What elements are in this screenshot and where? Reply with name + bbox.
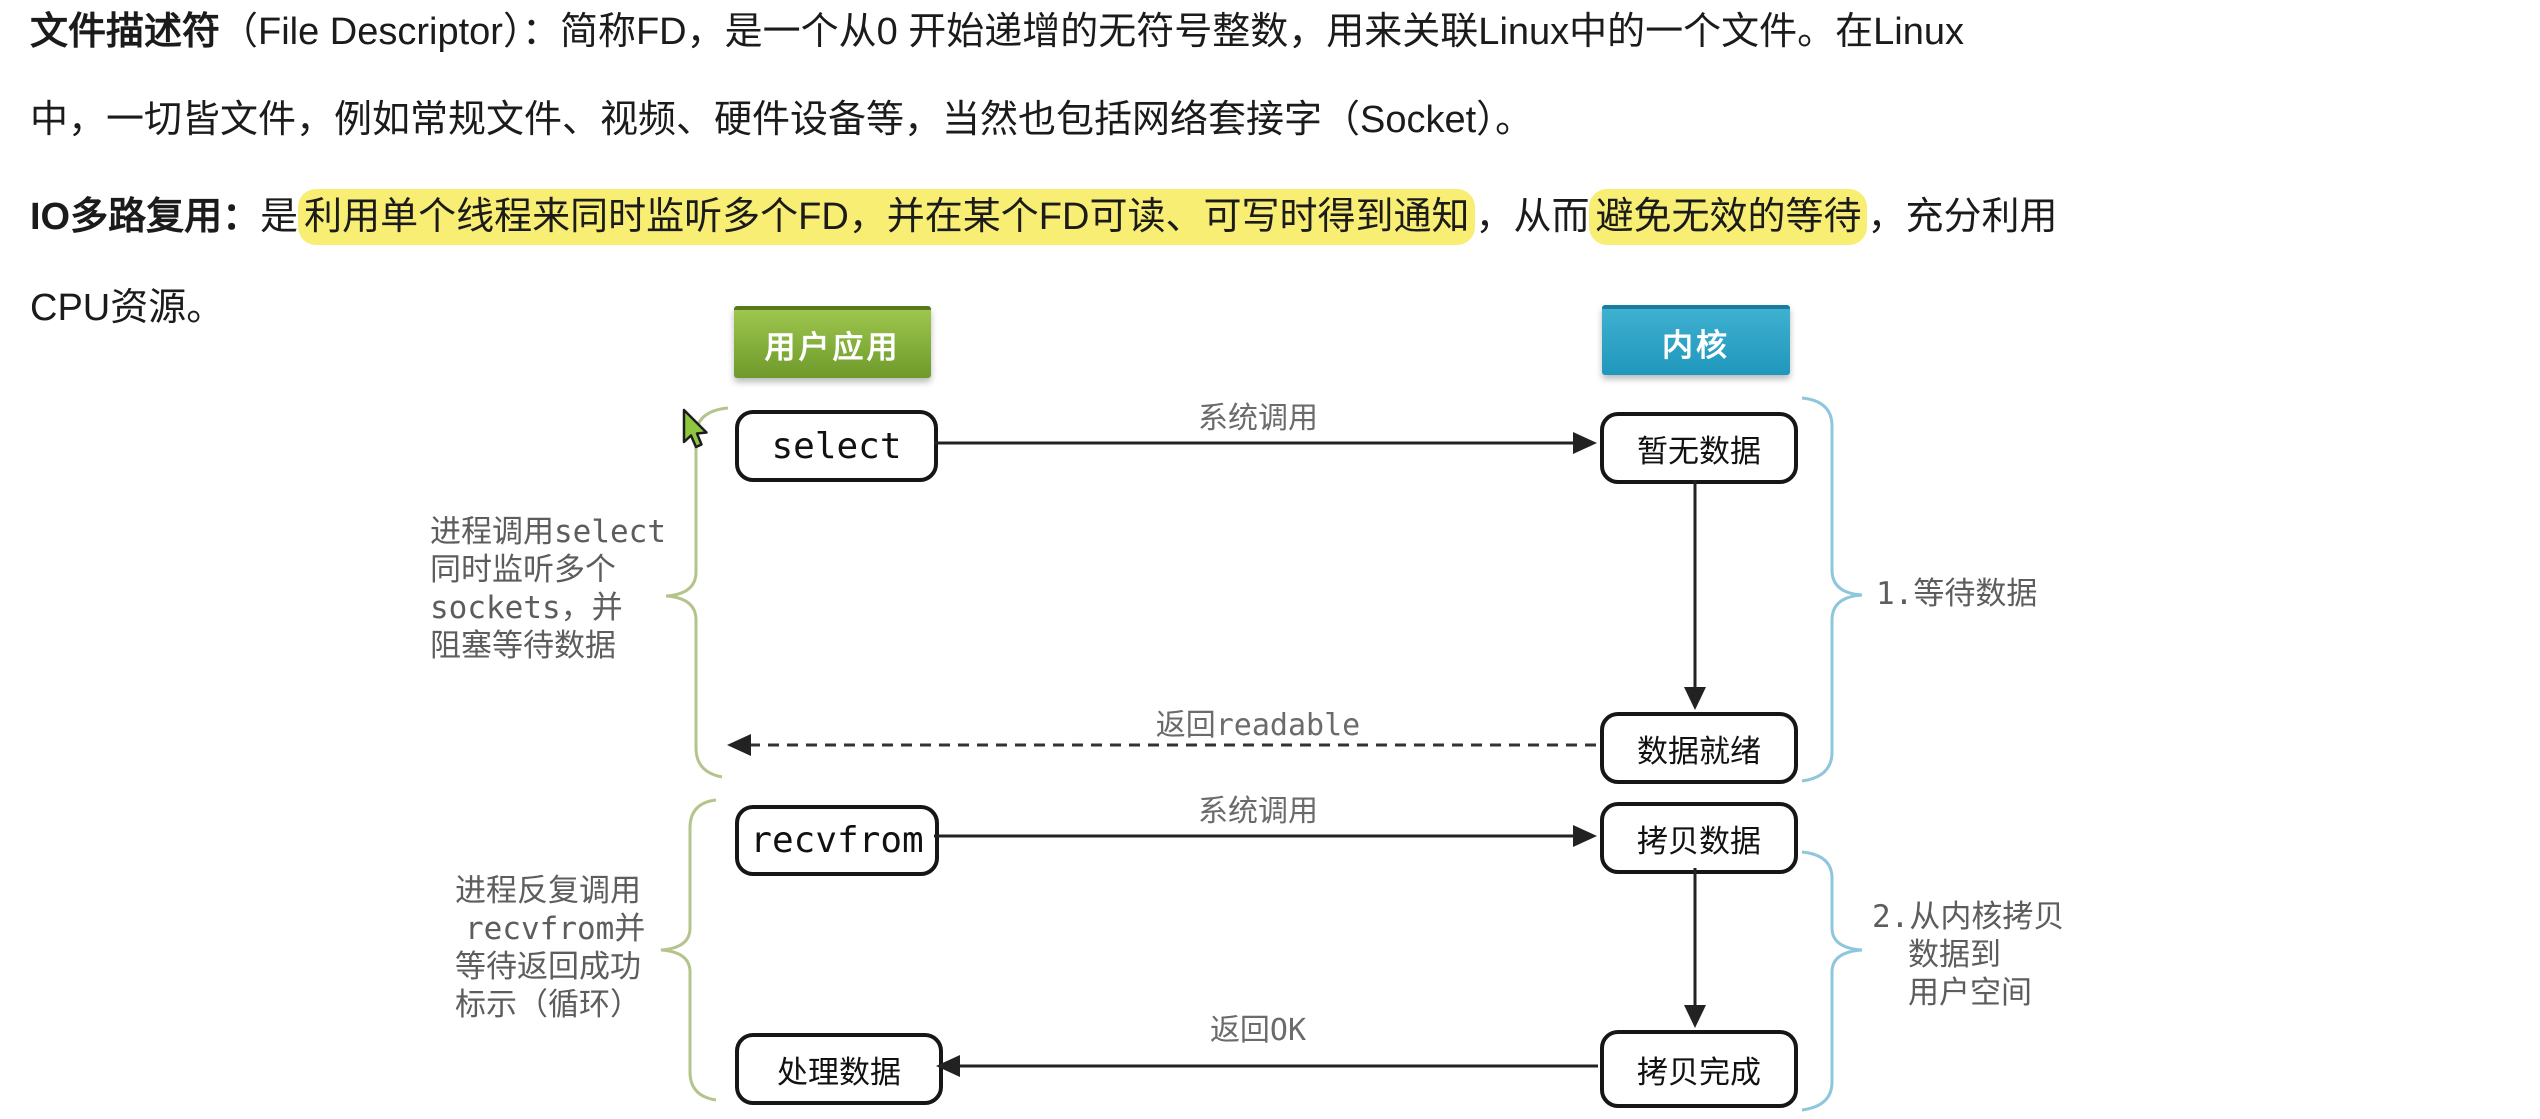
io-multiplex-mid: ，从而 (1475, 196, 1590, 238)
highlighted-text-1: 利用单个线程来同时监听多个FD，并在某个FD可读、可写时得到通知 (298, 189, 1476, 245)
return-ok-label: 返回OK (1209, 1013, 1307, 1048)
no-data-box: 暂无数据 (1600, 412, 1798, 484)
note-copy-kernel-line: 2.从内核拷贝 (1872, 899, 2065, 935)
io-multiplex-term: IO多路复用： (30, 196, 261, 238)
fd-term: 文件描述符 (30, 11, 221, 53)
arrowhead-right-icon (1573, 432, 1597, 454)
note-recvfrom-loop-line: 标示（循环） (455, 987, 641, 1023)
io-multiplex-text-2: CPU资源。 (30, 287, 225, 329)
note-select-loop-line: sockets，并 (430, 590, 623, 626)
note-copy-kernel: 2.从内核拷贝 数据到 用户空间 (1872, 898, 2064, 1012)
note-copy-kernel-line: 用户空间 (1908, 975, 2032, 1011)
brace-right-copy (1801, 850, 1863, 1112)
return-readable-label: 返回readable (1155, 708, 1361, 743)
note-recvfrom-loop-line: 进程反复调用 (455, 873, 641, 909)
io-multiplex-pre: 是 (260, 196, 299, 238)
fd-definition-line-2: 中，一切皆文件，例如常规文件、视频、硬件设备等，当然也包括网络套接字（Socke… (30, 94, 1533, 146)
copy-data-box: 拷贝数据 (1600, 802, 1798, 874)
syscall-label-1: 系统调用 (1198, 401, 1318, 436)
highlighted-text-2: 避免无效的等待 (1589, 189, 1868, 245)
user-app-header: 用户应用 (734, 306, 931, 378)
note-wait-data: 1.等待数据 (1876, 576, 2038, 612)
note-recvfrom-loop-line: recvfrom并 (465, 911, 646, 947)
brace-left-recvfrom (660, 798, 717, 1102)
copy-done-box: 拷贝完成 (1600, 1030, 1798, 1108)
note-recvfrom-loop: 进程反复调用 recvfrom并 等待返回成功 标示（循环） (455, 872, 645, 1024)
brace-right-wait (1801, 396, 1863, 783)
kernel-header: 内核 (1602, 305, 1790, 375)
brace-left-select (665, 406, 729, 779)
fd-definition-text-2: 中，一切皆文件，例如常规文件、视频、硬件设备等，当然也包括网络套接字（Socke… (30, 99, 1534, 141)
fd-definition-text: （File Descriptor）：简称FD，是一个从0 开始递增的无符号整数，… (220, 11, 1964, 53)
cursor-icon (682, 408, 708, 449)
fd-definition-line-1: 文件描述符（File Descriptor）：简称FD，是一个从0 开始递增的无… (30, 6, 1964, 58)
arrowhead-down-icon (1684, 1005, 1706, 1028)
arrowhead-down-icon (1684, 687, 1706, 710)
note-select-loop: 进程调用select 同时监听多个 sockets，并 阻塞等待数据 (430, 513, 666, 665)
note-select-loop-line: 同时监听多个 (430, 552, 616, 588)
note-copy-kernel-line: 数据到 (1908, 937, 2001, 973)
select-box: select (735, 410, 938, 482)
syscall-label-2: 系统调用 (1198, 794, 1318, 829)
io-multiplex-line-1: IO多路复用：是利用单个线程来同时监听多个FD，并在某个FD可读、可写时得到通知… (30, 189, 2058, 245)
note-select-loop-line: 进程调用select (430, 514, 666, 550)
arrowhead-right-icon (1573, 825, 1597, 847)
arrowhead-left-icon (936, 1055, 960, 1077)
io-multiplex-line-2: CPU资源。 (30, 282, 224, 334)
arrowhead-left-icon (727, 734, 751, 756)
recvfrom-box: recvfrom (735, 805, 939, 876)
io-multiplex-post: ，充分利用 (1867, 196, 2058, 238)
process-data-box: 处理数据 (735, 1033, 943, 1105)
note-select-loop-line: 阻塞等待数据 (430, 628, 616, 664)
data-ready-box: 数据就绪 (1600, 712, 1798, 784)
note-recvfrom-loop-line: 等待返回成功 (455, 949, 641, 985)
